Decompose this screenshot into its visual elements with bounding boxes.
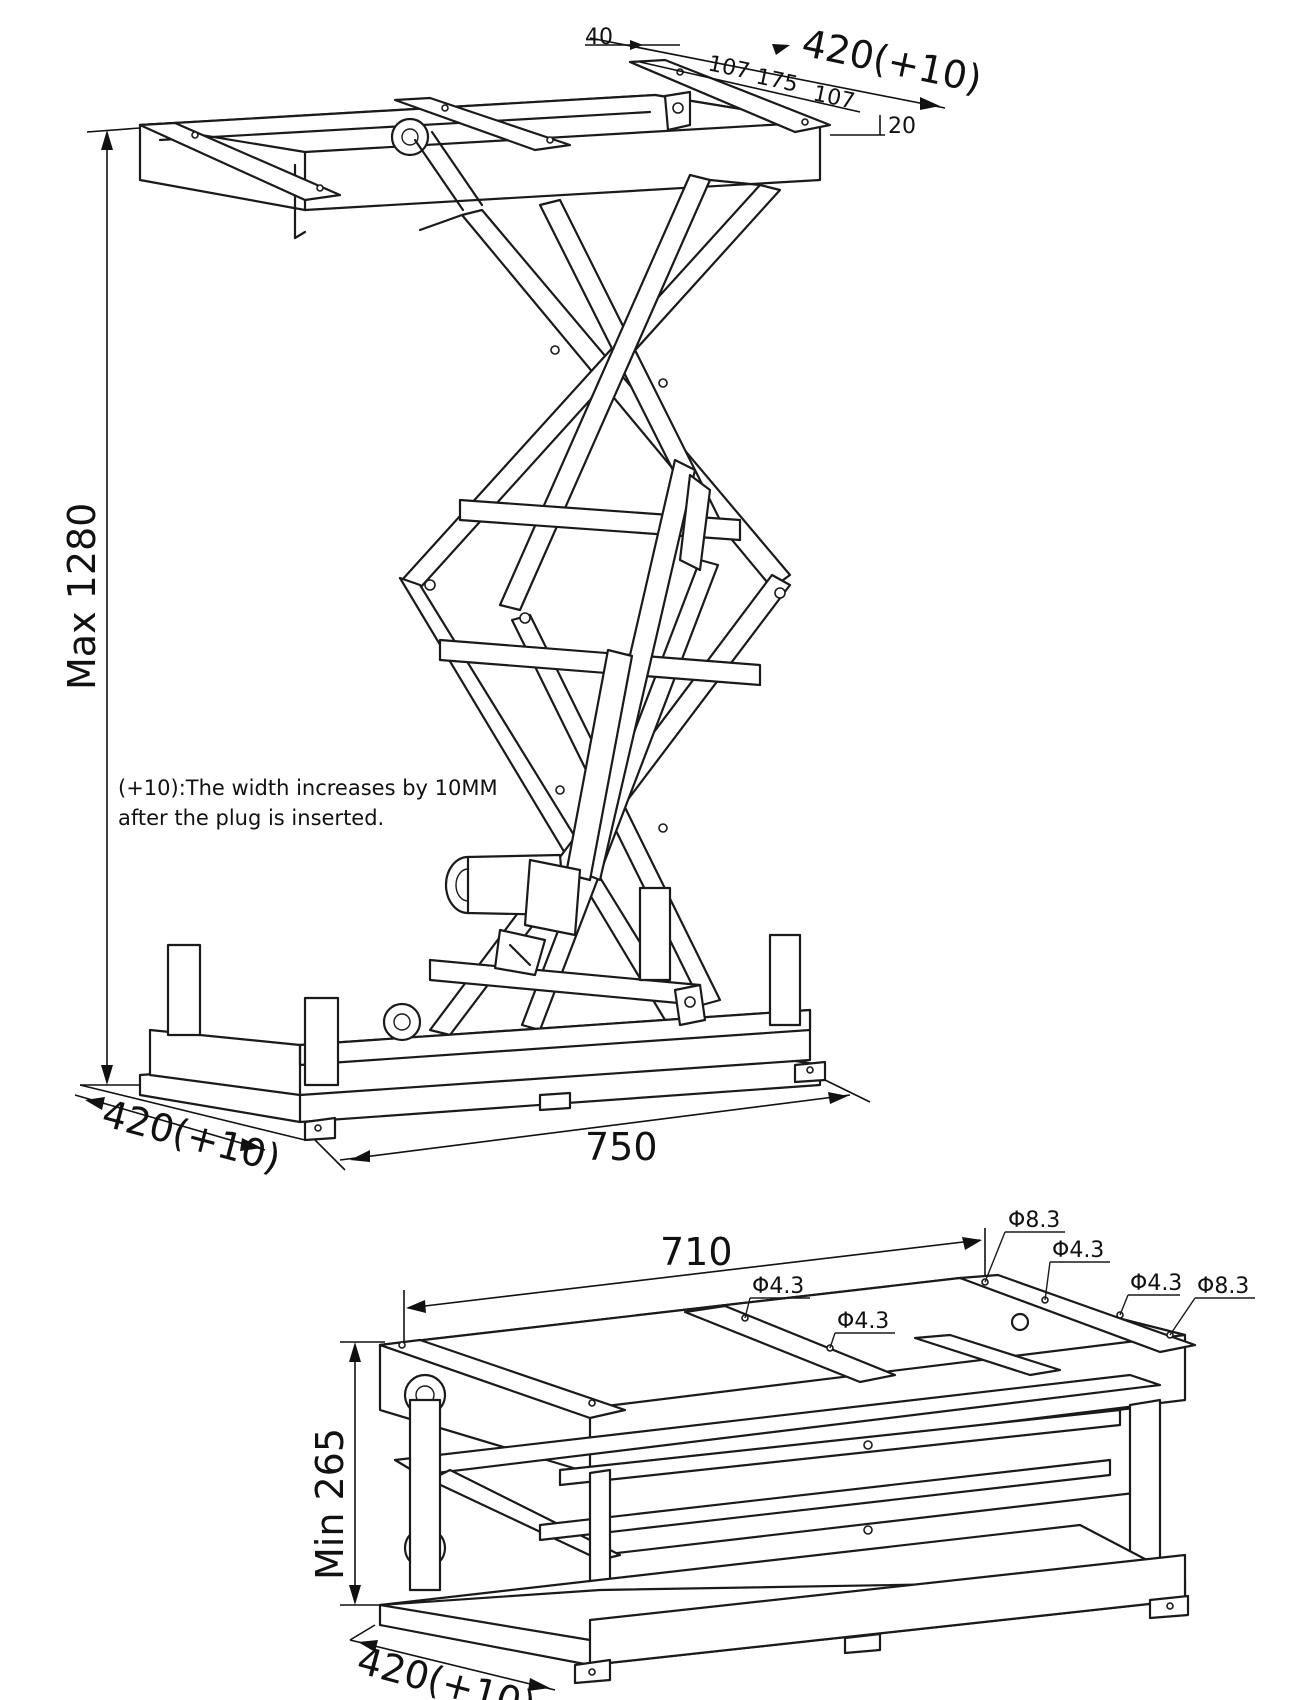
min-height-label: Min 265 [308,1428,352,1580]
thickness-20-label: 20 [888,114,916,139]
note-line-1: (+10):The width increases by 10MM [118,776,498,800]
base-frame [138,886,827,1142]
hole-phi83-b-label: Φ8.3 [1197,1274,1249,1299]
note-line-2: after the plug is inserted. [118,806,384,830]
top-platform-frame [138,58,832,240]
hole-callouts: Φ8.3 Φ4.3 Φ4.3 Φ4.3 Φ4.3 Φ8.3 [744,1208,1255,1349]
linear-actuator [444,458,712,977]
min-height-dimension: Min 265 [308,1341,385,1606]
extended-lift-view: Max 1280 420(+10) 40 107 175 107 20 [60,21,986,1181]
max-height-label: Max 1280 [60,503,104,690]
base-length-dimension: 750 [314,1079,871,1171]
length-dimension: 710 [403,1228,986,1342]
base-length-label: 750 [585,1125,658,1169]
hole-phi43-a-label: Φ4.3 [1052,1238,1104,1263]
upper-scissor-stage [400,130,792,612]
hole-phi83-a-label: Φ8.3 [1008,1208,1060,1233]
width-note: (+10):The width increases by 10MM after … [118,776,498,830]
segment-175-label: 175 [754,64,800,97]
offset-40-label: 40 [585,25,613,50]
length-label: 710 [660,1230,733,1274]
max-height-dimension: Max 1280 [60,127,141,1086]
hole-phi43-c-label: Φ4.3 [837,1309,889,1334]
segment-107-b-label: 107 [811,81,857,114]
hole-phi43-d-label: Φ4.3 [1130,1271,1182,1296]
collapsed-lift-view: 710 Min 265 420(+10) Φ8.3 Φ4.3 [308,1208,1255,1700]
hole-phi43-b-label: Φ4.3 [752,1274,804,1299]
